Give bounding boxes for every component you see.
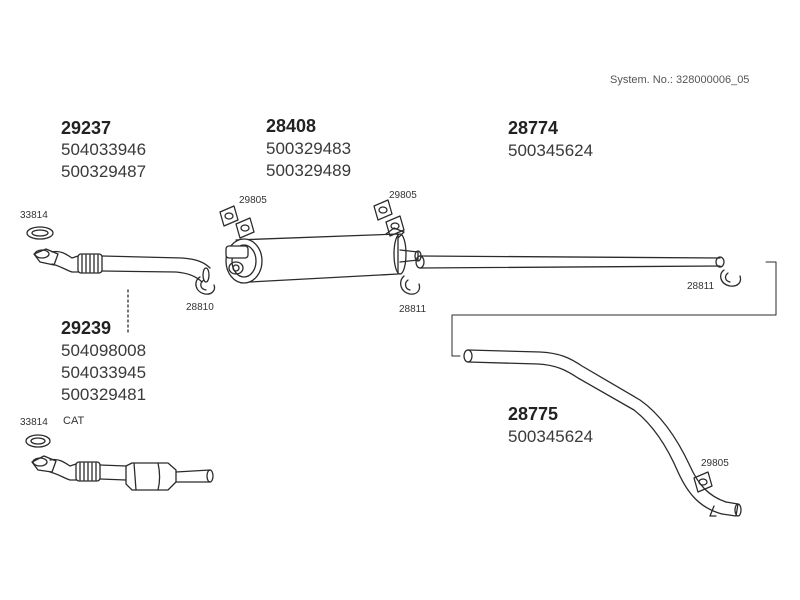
hanger-muffler-right-label: 29805 — [389, 190, 417, 201]
system-number: System. No.: 328000006_05 — [610, 74, 750, 86]
part-number-catalyst-pipe: 29239 — [61, 318, 112, 338]
alt-part-number: 504098008 — [61, 341, 147, 360]
cat-label: CAT — [63, 415, 85, 427]
catalyst-pipe-drawing — [31, 455, 214, 491]
alt-part-number: 500345624 — [508, 141, 594, 160]
hanger-icon-left — [219, 205, 255, 239]
part-number-muffler: 28408 — [266, 116, 317, 136]
clamp-icon-muffler-outlet — [399, 275, 421, 295]
clamp-muffler-outlet-label: 28811 — [399, 304, 427, 315]
gasket-icon-top — [26, 226, 54, 240]
hanger-tail-label: 29805 — [701, 458, 729, 469]
gasket-bottom-label: 33814 — [20, 417, 48, 428]
alt-part-number: 500329489 — [266, 161, 352, 180]
front-pipe-drawing — [33, 248, 211, 283]
clamp-icon-28810 — [195, 276, 216, 295]
part-number-tail-pipe: 28775 — [508, 404, 559, 424]
part-number-middle-pipe: 28774 — [508, 118, 559, 138]
hanger-muffler-left-label: 29805 — [239, 195, 267, 206]
alt-part-number: 500345624 — [508, 427, 594, 446]
gasket-top-label: 33814 — [20, 210, 48, 221]
part-number-front-pipe: 29237 — [61, 118, 112, 138]
muffler-drawing — [225, 227, 422, 284]
leader-line-middle-to-tail — [451, 261, 777, 357]
alt-part-number: 504033945 — [61, 363, 147, 382]
hanger-icon-tail — [693, 471, 713, 493]
alt-part-number: 500329487 — [61, 162, 147, 181]
hanger-icon-right — [373, 199, 405, 237]
middle-pipe-drawing — [415, 255, 725, 269]
alt-part-number: 500329481 — [61, 385, 147, 404]
alt-part-number: 500329483 — [266, 139, 352, 158]
clamp-icon-middle — [719, 269, 742, 287]
clamp-front-label: 28810 — [186, 302, 214, 313]
gasket-icon-bottom — [25, 434, 51, 448]
alt-part-number: 504033946 — [61, 140, 147, 159]
clamp-middle-label: 28811 — [687, 281, 715, 292]
